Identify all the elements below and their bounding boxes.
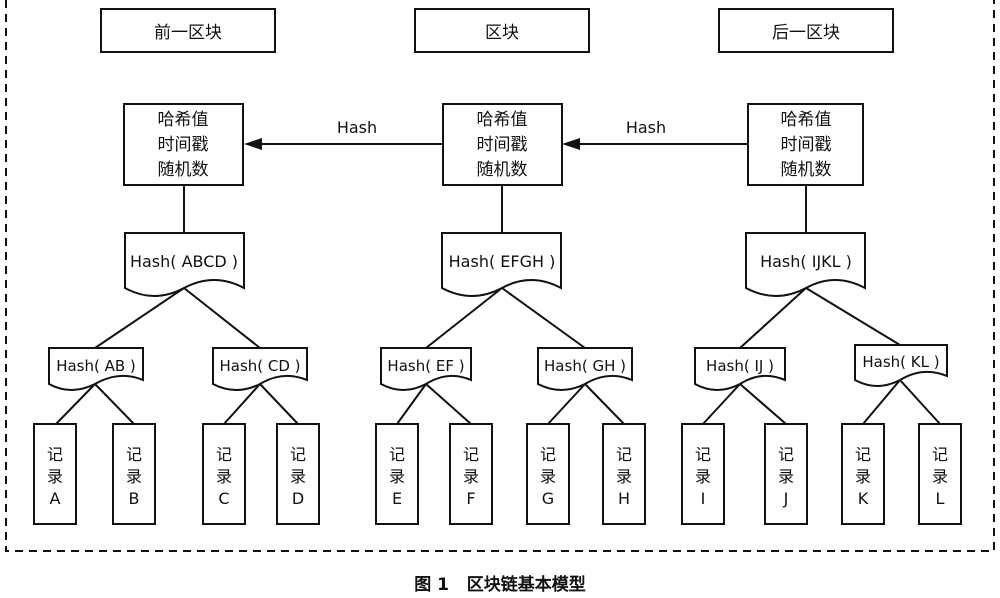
record-label: 记 [463,445,479,464]
record-label: 记 [932,445,948,464]
record-letter: G [542,489,554,508]
record-label: 录 [290,467,306,486]
header-hash-value: 哈希值 [158,110,209,130]
record-label: 记 [47,445,63,464]
hash-node-label: Hash( IJ ) [706,357,774,375]
record-label: 记 [540,445,556,464]
block-previous: 前一区块 哈希值 时间戳 随机数 Hash( ABCD ) Hash( AB )… [33,8,320,525]
hash-node-label: Hash( EF ) [387,357,464,375]
record-letter: B [129,489,140,508]
record-box [764,423,808,525]
block-header-box [123,103,244,186]
hash-link-label: Hash [337,118,377,137]
header-nonce: 随机数 [781,160,832,180]
block-header-box [747,103,864,186]
record-letter: E [392,489,402,508]
block-title: 区块 [485,23,519,43]
figure-caption: 图 1 区块链基本模型 [414,574,586,595]
record-letter: F [466,489,475,508]
block-title: 前一区块 [154,23,222,43]
record-letter: H [618,489,630,508]
merkle-root-label: Hash( EFGH ) [449,252,556,271]
header-timestamp: 时间戳 [158,135,209,155]
record-label: 录 [389,467,405,486]
record-label: 记 [778,445,794,464]
block-title-box [100,8,276,53]
hash-node-label: Hash( CD ) [219,357,300,375]
record-label: 录 [216,467,232,486]
header-timestamp: 时间戳 [477,135,528,155]
record-box [602,423,646,525]
merkle-root-label: Hash( IJKL ) [760,252,852,271]
record-letter: L [936,489,945,508]
header-nonce: 随机数 [477,160,528,180]
hash-link-label: Hash [626,118,666,137]
record-letter: K [858,489,869,508]
record-box [276,423,320,525]
header-hash-value: 哈希值 [781,110,832,130]
record-label: 录 [855,467,871,486]
record-label: 记 [616,445,632,464]
header-timestamp: 时间戳 [781,135,832,155]
record-box [375,423,419,525]
record-label: 录 [932,467,948,486]
arrow-left-icon [244,138,262,150]
record-letter: A [50,489,61,508]
block-current: 区块 哈希值 时间戳 随机数 Hash( EFGH ) Hash( EF ) H… [375,8,646,525]
record-label: 记 [126,445,142,464]
header-hash-value: 哈希值 [477,110,528,130]
record-label: 录 [47,467,63,486]
record-box [202,423,246,525]
hash-node-label: Hash( KL ) [862,353,939,371]
record-label: 录 [616,467,632,486]
record-label: 记 [695,445,711,464]
hash-link-next-to-current: Hash [562,118,748,150]
record-label: 记 [855,445,871,464]
block-next: 后一区块 哈希值 时间戳 随机数 Hash( IJKL ) Hash( IJ )… [681,8,962,525]
record-label: 录 [778,467,794,486]
record-box [33,423,77,525]
record-box [112,423,156,525]
block-title-box [718,8,894,53]
record-letter: J [783,489,789,508]
record-letter: D [292,489,304,508]
record-letter: C [218,489,229,508]
block-title-box [414,8,590,53]
record-label: 记 [389,445,405,464]
hash-node-label: Hash( GH ) [544,357,626,375]
header-nonce: 随机数 [158,160,209,180]
arrow-left-icon [562,138,580,150]
record-box [918,423,962,525]
block-title: 后一区块 [772,23,840,43]
hash-node-label: Hash( AB ) [56,357,136,375]
record-label: 录 [126,467,142,486]
record-letter: I [701,489,706,508]
record-box [841,423,885,525]
record-label: 记 [216,445,232,464]
hash-link-current-to-previous: Hash [244,118,443,150]
record-label: 录 [695,467,711,486]
record-label: 记 [290,445,306,464]
record-box [449,423,493,525]
record-label: 录 [463,467,479,486]
merkle-root-label: Hash( ABCD ) [130,252,238,271]
record-box [681,423,725,525]
record-box [526,423,570,525]
record-label: 录 [540,467,556,486]
